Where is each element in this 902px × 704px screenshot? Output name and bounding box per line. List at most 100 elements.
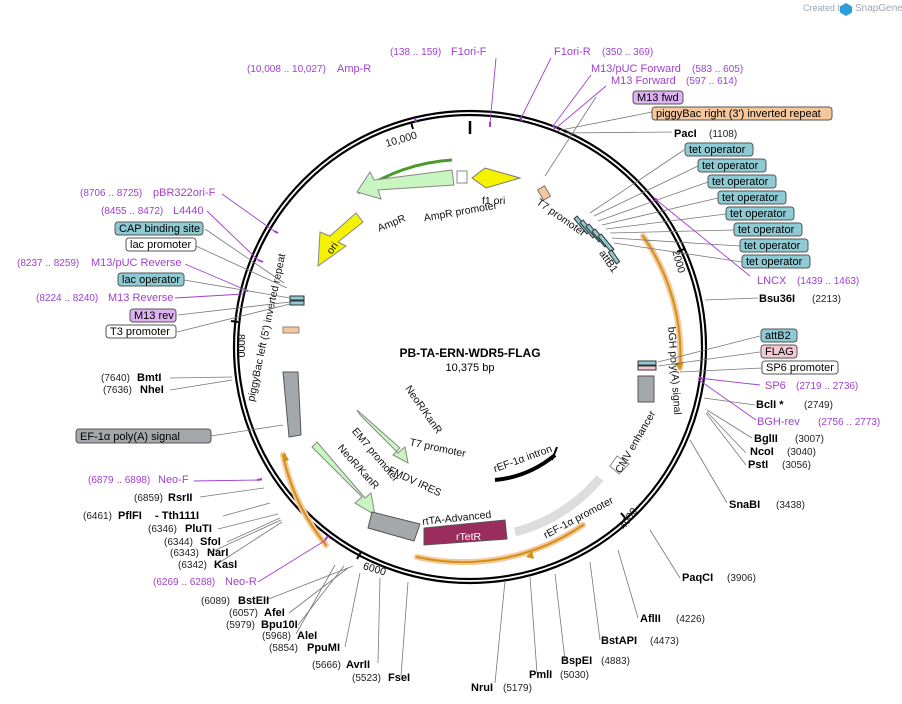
feature-lac-promoter: lac promoter [130,239,191,251]
left-leader-lines [169,228,409,677]
enzyme-sfoi-pos: (6344) [164,537,193,548]
feature-attb2: attB2 [765,330,791,342]
feature-lac-promoter-box[interactable] [125,237,197,252]
cmv-enhancer-block[interactable] [609,455,630,475]
enzyme-psti-pos: (3056) [782,460,811,471]
enzyme-bglii[interactable]: BglII [754,433,778,445]
label-cmv-enhancer: CMV enhancer [613,408,659,475]
feature-ef1a-polya-box[interactable] [75,428,212,444]
primer-arrowhead-icon [283,452,289,462]
watermark-created-by: Created by [803,3,848,13]
feature-t3-box[interactable] [105,324,177,339]
rtetr-arrow[interactable] [423,519,508,546]
enzyme-bcli[interactable]: BclI * [756,399,784,411]
feature-lac-operator-box[interactable] [117,272,185,287]
ef1a-polya-block[interactable] [282,371,302,438]
primer-m13puc-rev: M13/pUC Reverse [91,257,181,269]
plasmid-name: PB-TA-ERN-WDR5-FLAG [399,346,540,360]
enzyme-rsrii[interactable]: RsrII [168,492,192,504]
ori-arrow[interactable] [317,212,364,268]
attb1-block[interactable] [607,249,621,265]
enzyme-nari[interactable]: NarI [207,547,228,559]
feature-cap-box[interactable] [114,221,204,236]
enzyme-ppumi-pos: (5854) [269,643,298,654]
enzyme-aflii[interactable]: AflII [640,613,661,625]
enzyme-kasi-pos: (6342) [178,560,207,571]
enzyme-pluti[interactable]: PluTI [185,523,212,535]
enzyme-bsu36i-pos: (2213) [812,294,841,305]
enzyme-avrii[interactable]: AvrII [346,659,370,671]
enzyme-paqci[interactable]: PaqCI [682,572,713,584]
primer-l4440-pos: (8455 .. 8472) [101,206,163,217]
tet-operator-2: tet operator [702,160,759,172]
feature-m13-rev-box[interactable] [129,308,177,323]
fmdv-ires-block[interactable] [367,511,421,542]
label-f1-ori: f1 ori [482,195,505,207]
right-leader-lines [494,96,763,684]
enzyme-pmli[interactable]: PmlI [529,669,552,681]
enzyme-ncoi[interactable]: NcoI [750,446,774,458]
enzyme-afei[interactable]: AfeI [264,607,285,619]
lac-operator-block[interactable] [289,295,305,301]
label-ori: ori [324,240,341,256]
enzyme-alei-pos: (5968) [262,631,291,642]
primer-m13-rev: M13 Reverse [108,292,173,304]
ampr-arrow[interactable] [356,169,455,200]
enzyme-fsei[interactable]: FseI [388,672,410,684]
enzyme-sfoi[interactable]: SfoI [200,536,221,548]
feature-sp6-box[interactable] [761,360,839,375]
enzyme-bspei[interactable]: BspEI [561,655,592,667]
feature-m13-fwd-box[interactable] [632,90,684,105]
primer-ampr: Amp-R [337,63,371,75]
enzyme-bsteii[interactable]: BstEII [238,595,269,607]
enzyme-pflfi-pos: (6461) [83,511,112,522]
plasmid-size: 10,375 bp [446,362,495,374]
tet-operator-8: tet operator [746,256,803,268]
pb-left-block[interactable] [282,326,300,334]
enzyme-bmti[interactable]: BmtI [137,372,161,384]
enzyme-paci[interactable]: PacI [674,128,697,140]
enzyme-nhei[interactable]: NheI [140,384,164,396]
label-t7-promoter-2: T7 promoter [408,436,467,460]
label-rtetr: rTetR [456,531,482,543]
neokan-promoter-arrow[interactable] [356,409,409,464]
enzyme-tth111i[interactable]: - Tth111I [155,510,199,522]
neokan-arrow[interactable] [311,441,376,516]
flag-block[interactable] [637,365,657,371]
enzyme-pflfi[interactable]: PflFI [118,510,142,522]
enzyme-nrui[interactable]: NruI [471,682,493,694]
enzyme-bsu36i[interactable]: Bsu36I [759,293,795,305]
rtta-arc[interactable] [513,475,604,537]
primer-neof: Neo-F [158,474,189,486]
label-pb-left: piggyBac left (5') inverted repeat [245,253,288,403]
f1-ori-arrow[interactable] [471,167,522,189]
primer-neor-pos: (6269 .. 6288) [153,577,215,588]
enzyme-ppumi[interactable]: PpuMI [307,642,340,654]
enzyme-snabi[interactable]: SnaBI [729,499,760,511]
feature-flag-box[interactable] [760,344,798,359]
primer-m13-fwd: M13 Forward [611,75,676,87]
cap-site-block[interactable] [289,300,305,306]
primer-pbr322-pos: (8706 .. 8725) [80,188,142,199]
attb2-block[interactable] [637,360,657,366]
t7-promoter-block[interactable] [536,185,552,201]
primer-ticks [243,116,704,541]
enzyme-psti[interactable]: PstI [748,459,768,471]
enzyme-bstapi[interactable]: BstAPI [601,635,637,647]
tet-operator-1: tet operator [689,144,746,156]
left-primer-lines [174,193,327,583]
enzyme-alei[interactable]: AleI [297,630,317,642]
feature-attb2-box[interactable] [760,328,798,343]
bgh-polya-block[interactable] [637,375,655,403]
enzyme-nhei-pos: (7636) [103,385,132,396]
primer-lncx: LNCX [757,275,787,287]
enzyme-kasi[interactable]: KasI [214,559,237,571]
ref1a-intron-arc[interactable] [494,453,557,482]
ampr-promoter-block[interactable] [456,170,468,184]
enzyme-bpu10i[interactable]: Bpu10I [261,619,298,631]
enzyme-pmli-pos: (5030) [560,670,589,681]
feature-pb-right-box[interactable] [651,106,833,121]
primer-f1orif: F1ori-F [451,46,487,58]
tet-operator-list[interactable]: tet operator tet operator tet operator t… [684,142,811,269]
label-ref1a-intron: rEF-1α intron [492,443,554,475]
